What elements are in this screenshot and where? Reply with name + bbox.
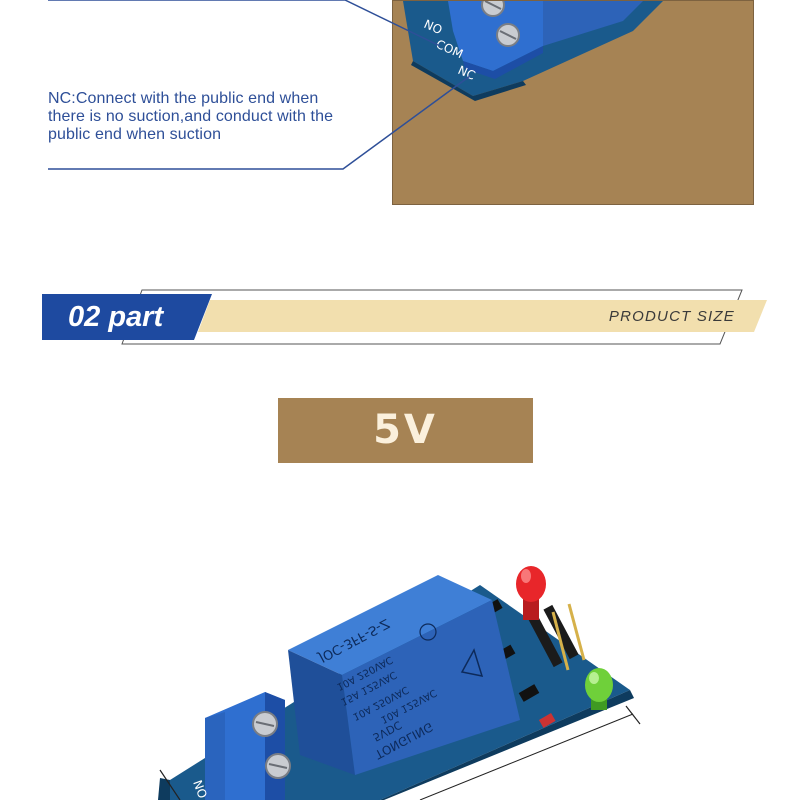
nc-description-line: there is no suction,and conduct with the	[48, 108, 334, 125]
terminal-label-nc: NC	[456, 63, 478, 83]
pcb-edge	[411, 61, 526, 101]
cqc-logo-icon	[419, 623, 437, 641]
terminal-photo-graphic: NO COM NC	[403, 1, 663, 101]
section-part-label: 02 part	[68, 301, 164, 333]
status-led-icon	[585, 668, 613, 710]
pcb-edge	[380, 690, 634, 800]
terminal-screw	[481, 1, 505, 17]
section-banner	[42, 289, 767, 345]
banner-blue-block	[42, 294, 212, 340]
nc-description-line: NC:Connect with the public end when	[48, 90, 319, 107]
terminal-screw	[252, 711, 278, 737]
terminal-screw	[265, 753, 291, 779]
header-pins	[527, 603, 586, 671]
dimension-line	[159, 705, 641, 800]
callout-line-com	[48, 0, 441, 47]
callout-lines	[48, 0, 471, 170]
terminal-label-no: NO	[190, 778, 209, 800]
terminal-screw	[496, 23, 520, 47]
power-led-icon	[516, 566, 546, 620]
section-subtitle: PRODUCT SIZE	[608, 308, 735, 325]
triangle-logo-icon	[460, 648, 484, 677]
voltage-badge: 5V	[278, 398, 533, 463]
relay-body-fragment	[523, 1, 643, 46]
terminal-block	[205, 692, 285, 800]
relay-cube	[288, 575, 520, 775]
nc-description-line: public end when suction	[48, 126, 222, 143]
relay-terminal-photo: NO COM NC	[392, 0, 754, 205]
terminal-label-no: NO	[422, 17, 445, 37]
pcb-edge	[158, 778, 170, 800]
nc-description: NC:Connect with the public end when ther…	[48, 90, 378, 144]
terminal-block-shadow	[463, 46, 543, 79]
relay-module-photo: JOC-3FF-S-Z 10A 250VAC 15A 125VAC 10A 25…	[158, 566, 641, 800]
terminal-block	[448, 1, 543, 71]
banner-tan-stripe	[198, 300, 767, 332]
callout-line-nc	[48, 75, 471, 170]
